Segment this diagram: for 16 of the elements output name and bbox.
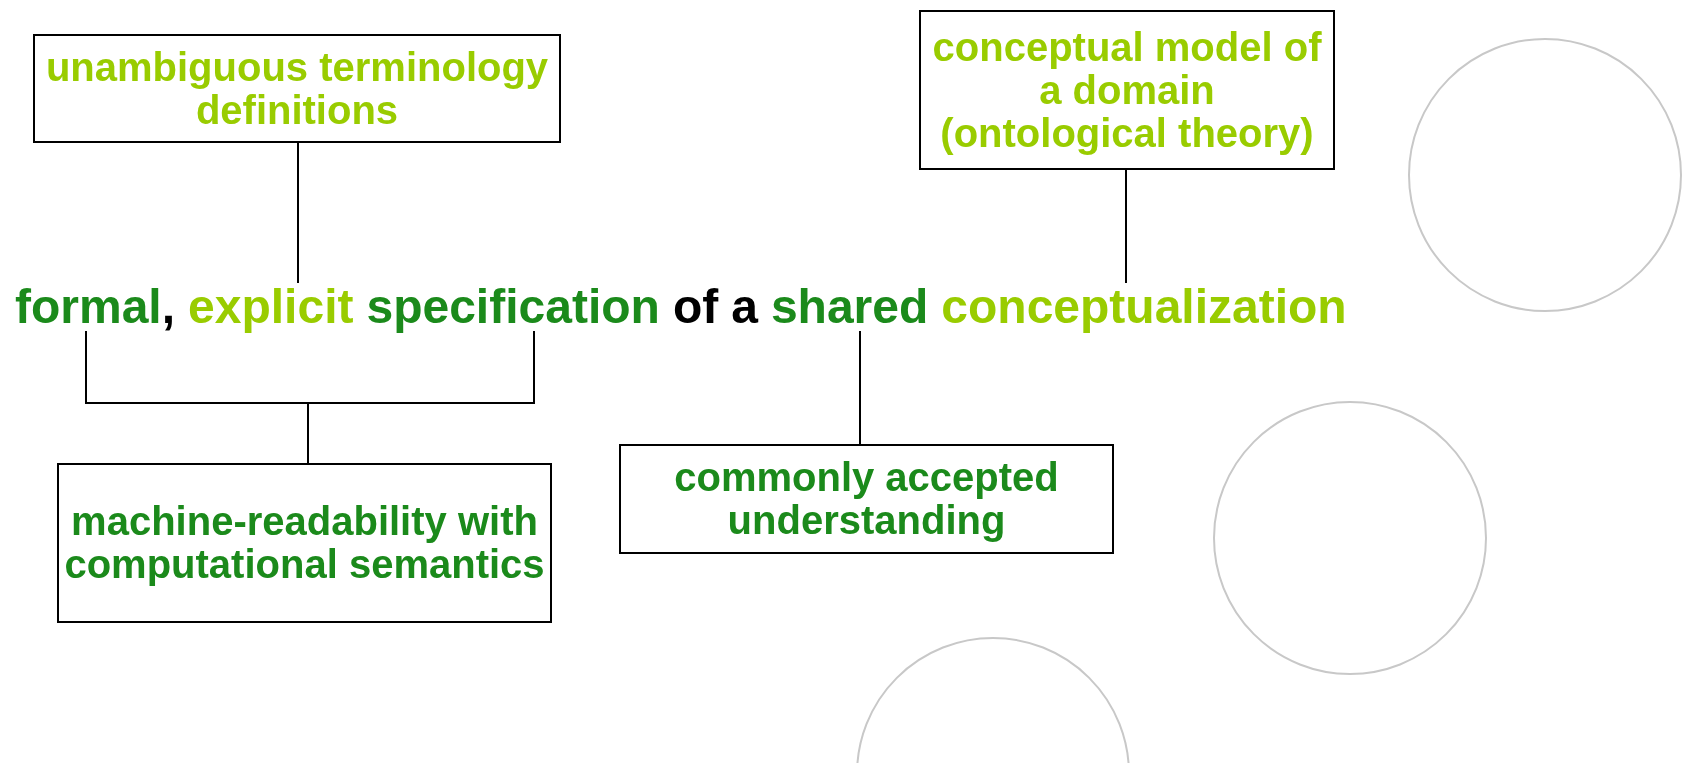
- term-word: conceptualization: [941, 283, 1347, 331]
- leader-line: [297, 142, 299, 284]
- text-box: conceptual model of a domain (ontological theory): [919, 10, 1335, 170]
- leader-line: [859, 330, 861, 445]
- sentence-word: of: [672, 283, 719, 331]
- term-word: formal: [15, 283, 162, 331]
- term-word: shared: [770, 283, 929, 331]
- term-word: specification: [366, 283, 660, 331]
- text-box: machine-readability with computational semantics: [57, 463, 552, 623]
- text-box: unambiguous terminology definitions: [33, 34, 561, 143]
- leader-line: [307, 330, 535, 464]
- leader-line: [1125, 169, 1127, 284]
- sentence-word: ,: [161, 283, 176, 331]
- sentence-word: a: [731, 283, 758, 331]
- text-box: commonly accepted understanding: [619, 444, 1114, 554]
- term-word: explicit: [188, 283, 354, 331]
